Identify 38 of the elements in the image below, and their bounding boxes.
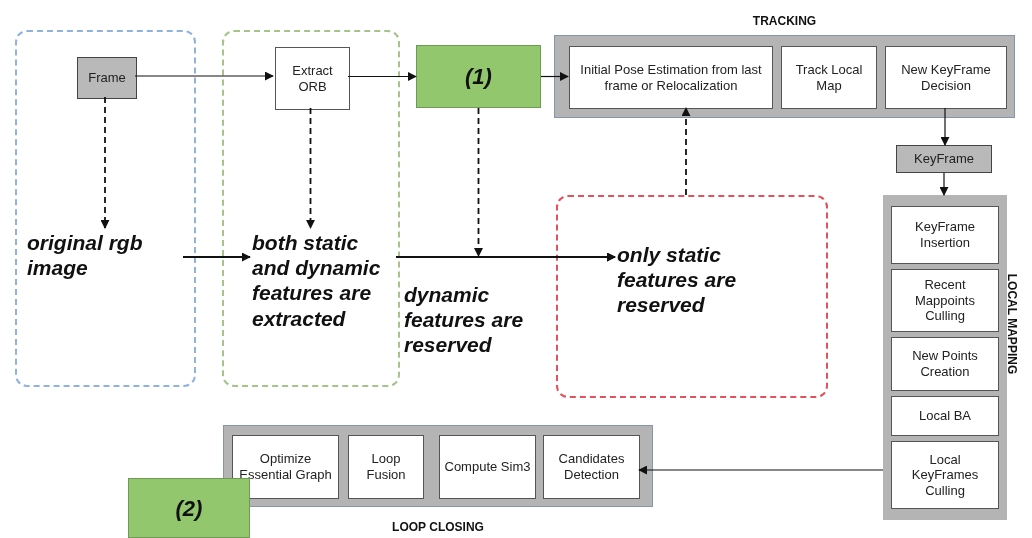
group-title: TRACKING [751, 13, 818, 30]
arrow [540, 72, 569, 81]
arrow [134, 71, 274, 81]
arrow [306, 107, 315, 229]
dashed-region [15, 30, 196, 387]
process-box: Optimize Essential Graph [232, 435, 339, 499]
process-box: Extract ORB [275, 47, 350, 110]
process-box: Local KeyFrames Culling [891, 441, 999, 509]
group-title: LOOP CLOSING [391, 519, 485, 536]
stage-text: dynamic features are reserved [404, 282, 525, 358]
group-title: LOCAL MAPPING [1004, 272, 1020, 377]
arrow [940, 107, 950, 146]
arrow [182, 252, 251, 262]
placeholder-box: (1) [416, 45, 541, 108]
stage-text: original rgb image [27, 230, 185, 310]
arrow [474, 107, 616, 262]
arrow [939, 172, 949, 196]
arrow [638, 465, 884, 475]
dashed-region [222, 30, 400, 387]
process-box: Frame [77, 57, 137, 99]
arrow [347, 72, 417, 81]
dashed-region [556, 195, 828, 398]
arrow [681, 107, 691, 196]
process-box: KeyFrame [896, 145, 992, 173]
placeholder-box: (2) [128, 478, 250, 538]
arrow [100, 96, 110, 229]
process-box: Track Local Map [781, 46, 877, 109]
process-box: Local BA [891, 396, 999, 436]
stage-text: both static and dynamic features are extracted [252, 230, 398, 380]
process-box: Candidates Detection [543, 435, 640, 499]
process-box: New Points Creation [891, 337, 999, 391]
process-box: New KeyFrame Decision [885, 46, 1007, 109]
process-box: Recent Mappoints Culling [891, 269, 999, 332]
process-box: KeyFrame Insertion [891, 206, 999, 264]
process-box: Compute Sim3 [439, 435, 536, 499]
stage-text: only static features are reserved [617, 242, 807, 342]
process-box: Initial Pose Estimation from last frame or Relocalization [569, 46, 773, 109]
process-box: Loop Fusion [348, 435, 424, 499]
